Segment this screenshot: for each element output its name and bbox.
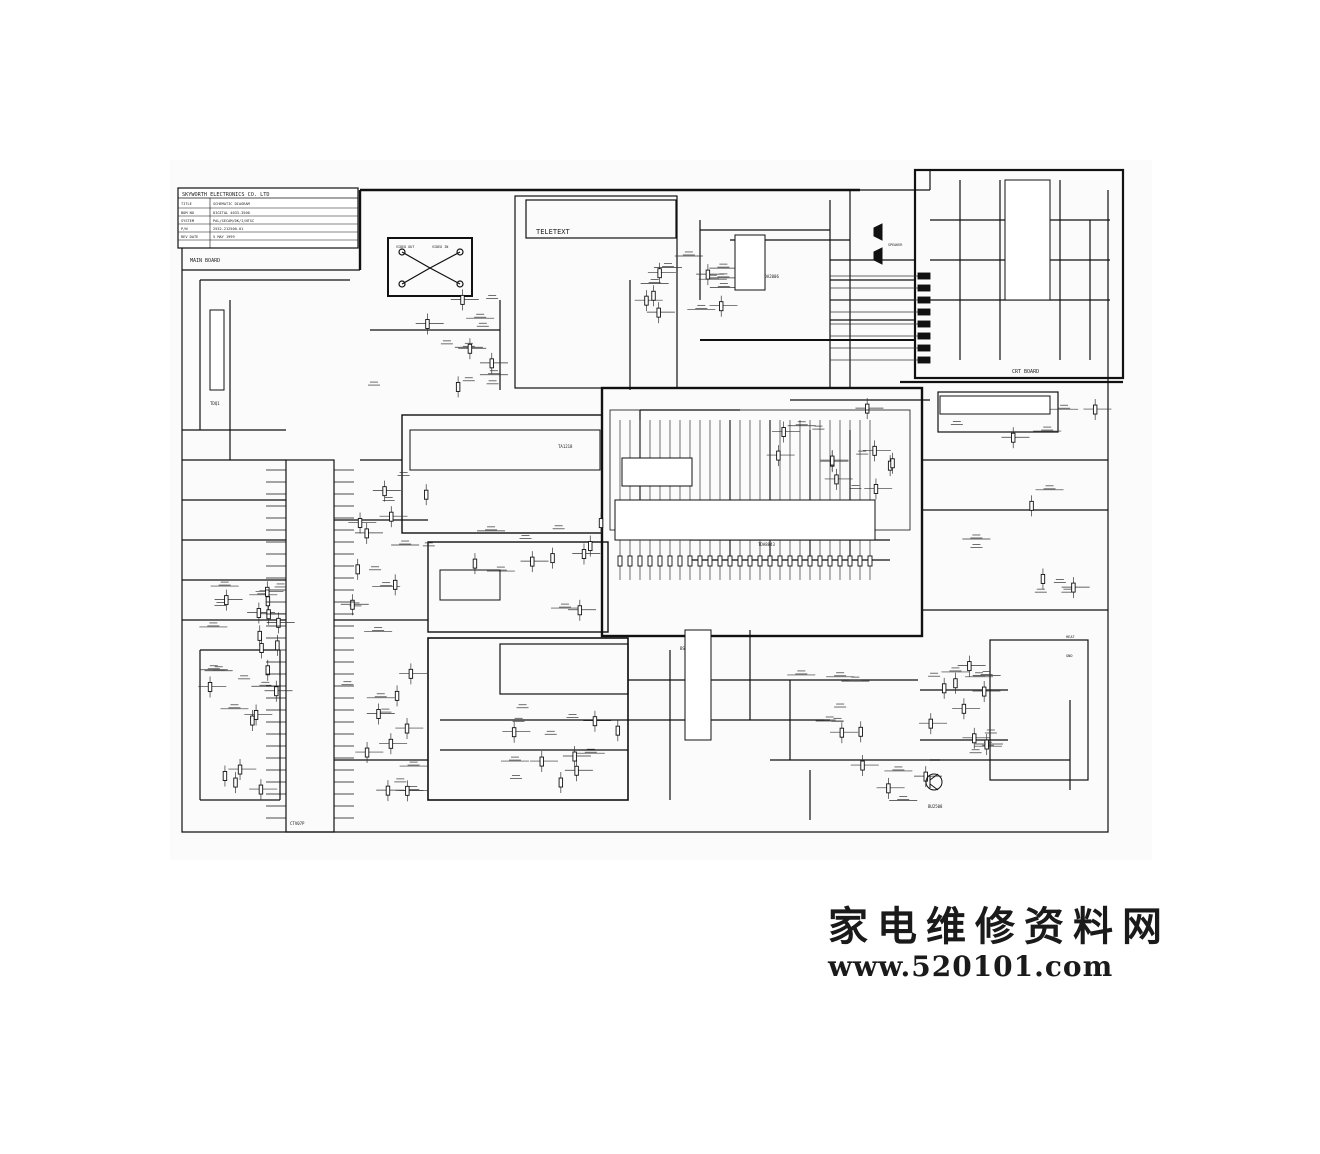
video-in-label: VIDEO IN	[432, 245, 448, 249]
title-key: TITLE	[181, 202, 192, 206]
schematic-drawing: SKYWORTH ELECTRONICS CO. LTD TITLE SCHEM…	[177, 168, 1125, 833]
bom-key: BOM NO	[181, 211, 194, 215]
schematic-sheet: SKYWORTH ELECTRONICS CO. LTD TITLE SCHEM…	[170, 160, 1152, 860]
tuner-label: TDQ1	[210, 401, 220, 406]
watermark-chinese: 家电维修资料网	[828, 903, 1171, 950]
title-value: SCHEMATIC DIAGRAM	[213, 202, 251, 206]
av-switch-label: TA1218	[558, 444, 573, 449]
speaker-label: SPEAKER	[888, 243, 903, 247]
heat-label: HEAT	[1066, 635, 1075, 639]
signal-proc-label: TDA8843	[758, 542, 775, 547]
signal-processor-ic	[614, 499, 876, 541]
audio-ic-label: TDA2006	[762, 274, 779, 279]
crt-board-label: CRT BOARD	[1012, 369, 1039, 375]
main-board-label: MAIN BOARD	[190, 258, 220, 264]
transistor-icon	[925, 773, 943, 791]
teletext-label: TELETEXT	[536, 228, 571, 236]
av-jacks	[398, 248, 464, 288]
pn-key: P/N	[181, 227, 188, 231]
jungle-ic	[621, 457, 693, 487]
audio-amplifier-ic	[734, 234, 766, 291]
system-value: PAL/SECAM/DK/I/NTSC	[213, 219, 254, 223]
rgb-amplifier-ic	[1004, 179, 1051, 301]
flyback-transformer	[684, 629, 712, 741]
bom-value: DIGITAL 4033-3500	[213, 211, 250, 215]
gnd-label: GND	[1066, 654, 1073, 658]
watermark	[998, 1054, 1320, 1154]
speaker-icon	[873, 223, 883, 265]
regulator-ic	[939, 395, 1051, 415]
tuner-module	[209, 309, 225, 391]
system-key: SYSTEM	[181, 219, 195, 223]
rev-key: REV DATE	[181, 235, 198, 239]
company-name: SKYWORTH ELECTRONICS CO. LTD	[182, 192, 269, 198]
pn-value: 2552-212500-01	[213, 227, 243, 231]
watermark-url: www.520101.com	[828, 950, 1114, 983]
video-out-label: VIDEO OUT	[396, 245, 414, 249]
micro-ic-label: CTV07P	[290, 821, 305, 826]
hout-label: BU2508	[928, 804, 943, 809]
site-watermark: 家电维修资料网 www.520101.com	[828, 894, 1171, 994]
title-block: SKYWORTH ELECTRONICS CO. LTD TITLE SCHEM…	[177, 187, 359, 249]
rev-value: 5 MAY 1999	[213, 235, 235, 239]
